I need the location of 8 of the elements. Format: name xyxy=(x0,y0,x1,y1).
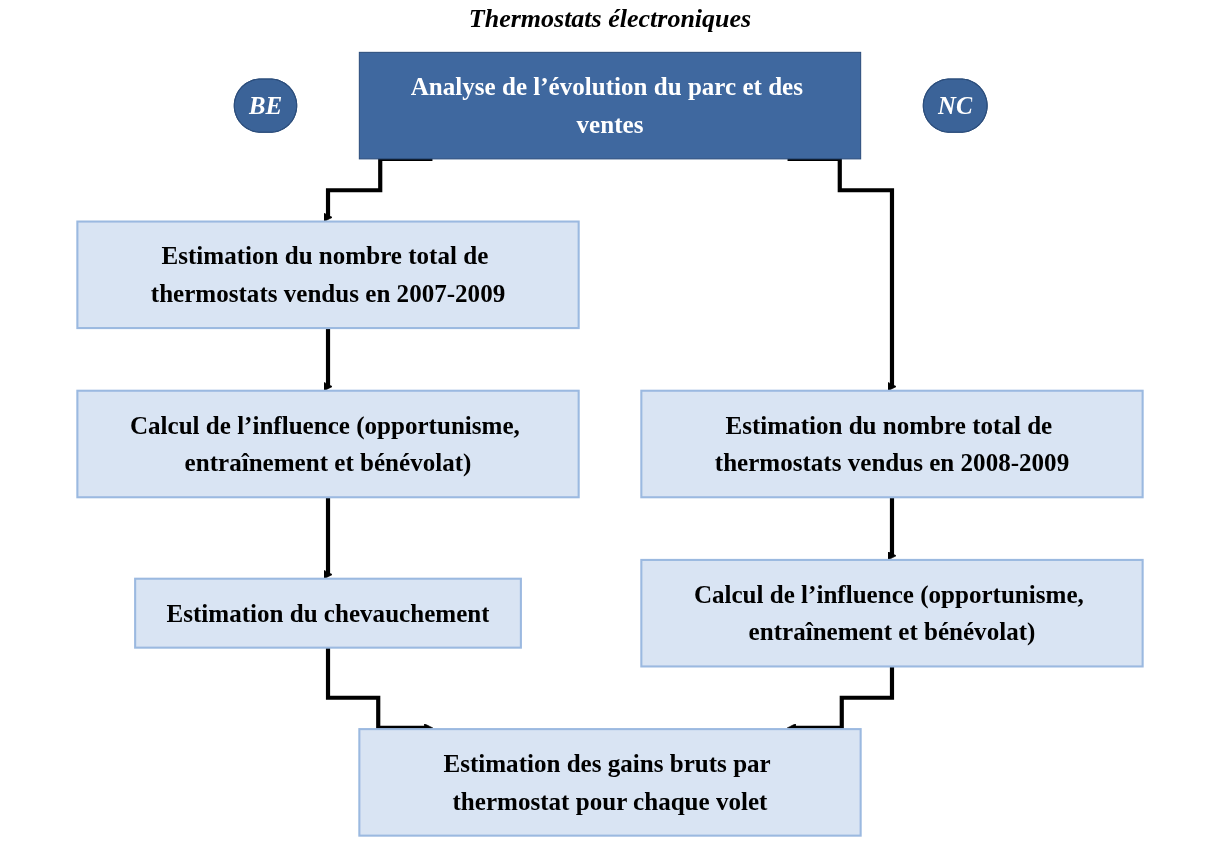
diagram-title: Thermostats électroniques xyxy=(467,4,753,34)
node-box: Estimation du chevauchement xyxy=(134,577,522,649)
node-box: Calcul de l’influence (opportunisme, entraînement et bénévolat) xyxy=(76,389,580,499)
node-box: Estimation du nombre total de thermostats vendus en 2007-2009 xyxy=(76,220,580,330)
node-box: Estimation du nombre total de thermostats vendus en 2008-2009 xyxy=(640,389,1144,499)
node-box: Analyse de l’évolution du parc et des ventes xyxy=(358,51,862,160)
node-box: Estimation des gains bruts par thermostat pour chaque volet xyxy=(358,728,862,837)
node-box: Calcul de l’influence (opportunisme, entraînement et bénévolat) xyxy=(640,558,1144,668)
